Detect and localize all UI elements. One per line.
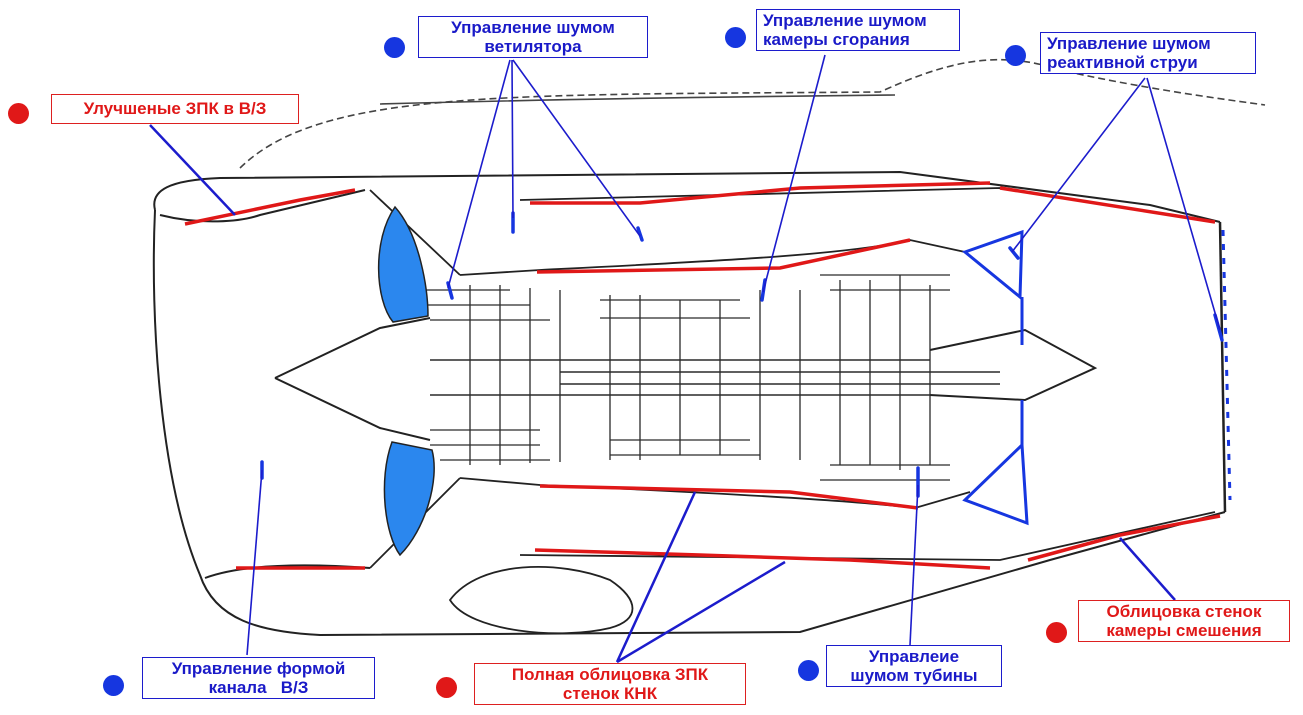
jet-noise-dot <box>1005 45 1026 66</box>
turbomachinery <box>420 274 1000 481</box>
combustor-noise-dot <box>725 27 746 48</box>
inlet-shape-line1: Управление формой <box>171 659 346 678</box>
inlet-shape-callout: Управление формой канала В/З <box>142 657 375 699</box>
bypass-liners-dot <box>436 677 457 698</box>
inlet-shape-line2b: В/З <box>280 678 309 697</box>
turbine-noise-callout: Управлеие шумом тубины <box>826 645 1002 687</box>
inlet-liners-dot <box>8 103 29 124</box>
spinner-and-plug <box>274 317 1098 441</box>
fan-noise-line1: Управление шумом <box>451 18 615 37</box>
jet-noise-line2: реактивной струи <box>1047 53 1198 72</box>
combustor-noise-line1: Управление шумом <box>763 11 927 30</box>
acoustic-liners <box>184 181 1221 570</box>
mixer-liners-line1: Облицовка стенок <box>1106 602 1262 621</box>
bypass-liners-line1: Полная облицовка ЗПК <box>511 665 709 684</box>
mixer-liners-dot <box>1046 622 1067 643</box>
mixer-liners-line2: камеры смешения <box>1106 621 1262 640</box>
core-casing <box>369 187 1216 635</box>
inlet-liners-callout: Улучшеные ЗПК в В/З <box>51 94 299 124</box>
combustor-noise-line2: камеры сгорания <box>763 30 910 49</box>
turbine-noise-line1: Управлеие <box>868 647 960 666</box>
inlet-shape-line2: канала <box>208 678 267 697</box>
bypass-liners-callout: Полная облицовка ЗПК стенок КНК <box>474 663 746 705</box>
fan-blades <box>377 205 435 557</box>
fan-noise-callout: Управление шумом ветилятора <box>418 16 648 58</box>
jet-noise-line1: Управление шумом <box>1047 34 1211 53</box>
turbine-noise-line2: шумом тубины <box>850 666 978 685</box>
nacelle-outline <box>152 170 1227 637</box>
mixer-chevrons <box>961 229 1232 526</box>
inlet-shape-line2-row: канала В/З <box>149 678 368 697</box>
wing-outline <box>239 58 1266 169</box>
mixer-liners-callout: Облицовка стенок камеры смешения <box>1078 600 1290 642</box>
inlet-shape-dot <box>103 675 124 696</box>
leader-lines <box>149 54 1221 664</box>
fan-noise-line2: ветилятора <box>484 37 582 56</box>
combustor-noise-callout: Управление шумом камеры сгорания <box>756 9 960 51</box>
bypass-liners-line2: стенок КНК <box>562 684 658 703</box>
turbine-noise-dot <box>798 660 819 681</box>
inlet-liners-line1: Улучшеные ЗПК в В/З <box>83 99 267 118</box>
fan-noise-dot <box>384 37 405 58</box>
jet-noise-callout: Управление шумом реактивной струи <box>1040 32 1256 74</box>
